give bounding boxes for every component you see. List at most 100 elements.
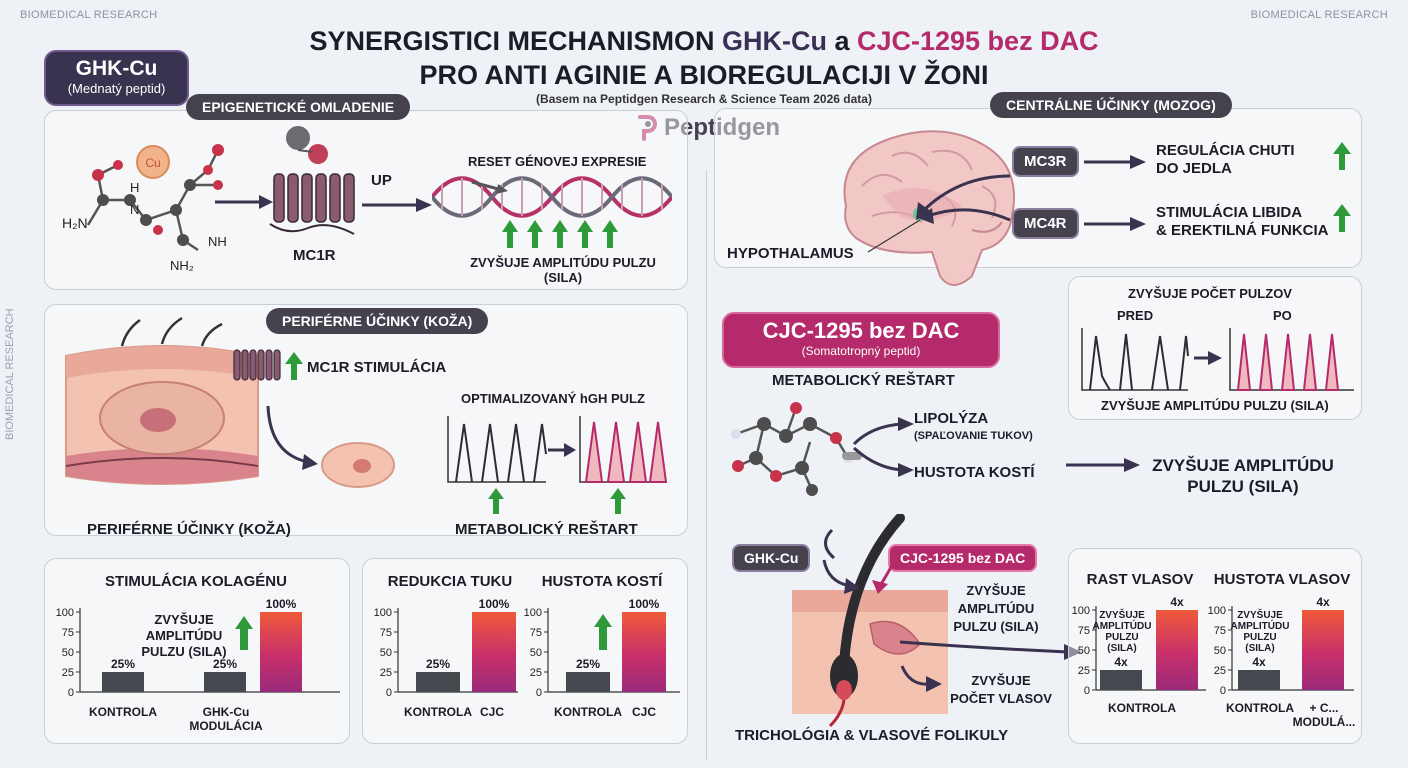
ghk-type: (Mednatý peptid)	[67, 81, 166, 96]
pulses-title: ZVYŠUJE POČET PULZOV	[1128, 286, 1292, 301]
up-arrow-icon	[235, 616, 253, 650]
hgh-pulse-label: OPTIMALIZOVANÝ hGH PULZ	[461, 391, 645, 406]
data-label: 25%	[426, 657, 450, 671]
arrow-to-dna	[362, 198, 432, 212]
bar	[1156, 610, 1198, 690]
y-tick-label: 25	[1078, 665, 1090, 677]
bar	[1302, 610, 1344, 690]
brain-receptor-arrows	[867, 174, 1011, 253]
dna-helix-icon	[432, 176, 672, 218]
y-tick-label: 0	[1084, 685, 1090, 697]
up-arrow-icon	[594, 614, 612, 650]
hair-ghk-tag: GHK-Cu	[732, 544, 811, 572]
y-tick-label: 50	[62, 647, 74, 659]
corner-label-right: BIOMEDICAL RESEARCH	[1250, 9, 1388, 21]
category-label: KONTROLA	[1226, 701, 1294, 715]
hypothalamus-label: HYPOTHALAMUS	[727, 245, 854, 262]
data-label: 100%	[266, 597, 297, 611]
mc1r-up-arrow-icon	[285, 352, 303, 380]
category-label: CJC	[480, 705, 504, 719]
n-label: N	[130, 202, 139, 217]
hair-growth-chart: RAST VLASOV02550751004x4xKONTROLAZVYŠUJE…	[1072, 571, 1206, 715]
y-tick-label: 25	[62, 667, 74, 679]
pulses-bottom-label: ZVYŠUJE AMPLITÚDU PULZU (SILA)	[1101, 398, 1329, 413]
epigenetic-panel	[44, 110, 688, 290]
y-tick-label: 0	[1220, 685, 1226, 697]
y-tick-label: 0	[536, 687, 542, 699]
bar	[622, 612, 666, 692]
category-label: KONTROLA	[89, 705, 157, 719]
cjc-name: CJC-1295 bez DAC	[762, 318, 960, 343]
h-label: H	[130, 180, 139, 195]
hair-count-arrow	[900, 665, 942, 692]
nh2-label: NH₂	[170, 258, 194, 273]
y-tick-label: 50	[1214, 645, 1226, 657]
y-tick-label: 75	[1078, 625, 1090, 637]
brain-panel	[714, 108, 1362, 268]
lipolysis-sub-label: (SPAĽOVANIE TUKOV)	[914, 430, 1033, 442]
data-label: 25%	[111, 657, 135, 671]
chart-annotation: (SILA)	[1245, 643, 1274, 654]
skin-receptor-icon	[233, 349, 281, 381]
ghk-name: GHK-Cu	[75, 57, 158, 80]
libido-up-arrow	[1333, 204, 1351, 232]
y-tick-label: 100	[374, 607, 392, 619]
bar	[416, 672, 460, 692]
skin-pill: PERIFÉRNE ÚČINKY (KOŽA)	[266, 308, 489, 334]
bar	[204, 672, 246, 692]
chart-annotation: ZVYŠUJE	[1099, 608, 1145, 621]
data-label: 25%	[576, 657, 600, 671]
y-tick-label: 50	[380, 647, 392, 659]
hair-cjc-tag: CJC-1295 bez DAC	[888, 544, 1038, 572]
brain-pill: CENTRÁLNE ÚČINKY (MOZOG)	[990, 92, 1232, 118]
chart-annotation: AMPLITÚDU	[1231, 619, 1290, 632]
peptidgen-logo-icon	[638, 115, 657, 141]
cjc-name-badge: CJC-1295 bez DAC (Somatotropný peptid)	[722, 312, 1000, 368]
hair-follicle-icon	[792, 514, 948, 728]
chart-title: RAST VLASOV	[1087, 571, 1194, 588]
data-label: 25%	[213, 657, 237, 671]
y-tick-label: 25	[1214, 665, 1226, 677]
epigenetic-pill: EPIGENETICKÉ OMLADENIE	[186, 94, 411, 120]
bar	[102, 672, 144, 692]
category-label: KONTROLA	[554, 705, 622, 719]
cjc-metabolic-label: METABOLICKÝ REŠTART	[772, 372, 955, 389]
y-tick-label: 100	[1072, 605, 1090, 617]
mc1r-stimulation-label: MC1R STIMULÁCIA	[307, 359, 447, 376]
gene-reset-label: RESET GÉNOVEJ EXPRESIE	[468, 154, 647, 169]
y-tick-label: 75	[380, 627, 392, 639]
cjc-type: (Somatotropný peptid)	[801, 344, 921, 358]
chart-title: REDUKCIA TUKU	[388, 573, 512, 590]
mc3r-arrow	[1084, 155, 1146, 169]
mc3r-badge: MC3R	[1012, 146, 1079, 177]
category-label: + C...	[1309, 701, 1338, 715]
trichology-label: TRICHOLÓGIA & VLASOVÉ FOLIKULY	[735, 727, 1009, 744]
hgh-pulse-graph	[447, 416, 668, 483]
bar	[1238, 670, 1280, 690]
category-label: KONTROLA	[404, 705, 472, 719]
category-label: MODULÁCIA	[189, 718, 263, 733]
category-label: GHK-Cu	[203, 705, 250, 719]
chart-title: HUSTOTA KOSTÍ	[542, 573, 663, 590]
bone-density-label: HUSTOTA KOSTÍ	[914, 464, 1035, 481]
y-tick-label: 100	[1208, 605, 1226, 617]
data-label: 4x	[1316, 595, 1330, 609]
chart-annotation: AMPLITÚDU	[146, 628, 223, 643]
ghk-name-badge: GHK-Cu (Mednatý peptid)	[44, 50, 189, 106]
chart-annotation: ZVYŠUJE	[1237, 608, 1283, 621]
h2n-label: H₂N	[62, 215, 88, 231]
chart-annotation: PULZU (SILA)	[141, 644, 226, 659]
up-label: UP	[371, 172, 392, 189]
side-label: BIOMEDICAL RESEARCH	[4, 308, 16, 440]
skin-cross-section	[65, 316, 259, 485]
data-label: 100%	[629, 597, 660, 611]
y-tick-label: 50	[530, 647, 542, 659]
lipolysis-label: LIPOLÝZA	[914, 410, 989, 427]
ghk-molecule-diagram: Cu H₂N H N NH NH₂	[62, 144, 227, 273]
mc1r-receptor-icon	[269, 126, 355, 235]
